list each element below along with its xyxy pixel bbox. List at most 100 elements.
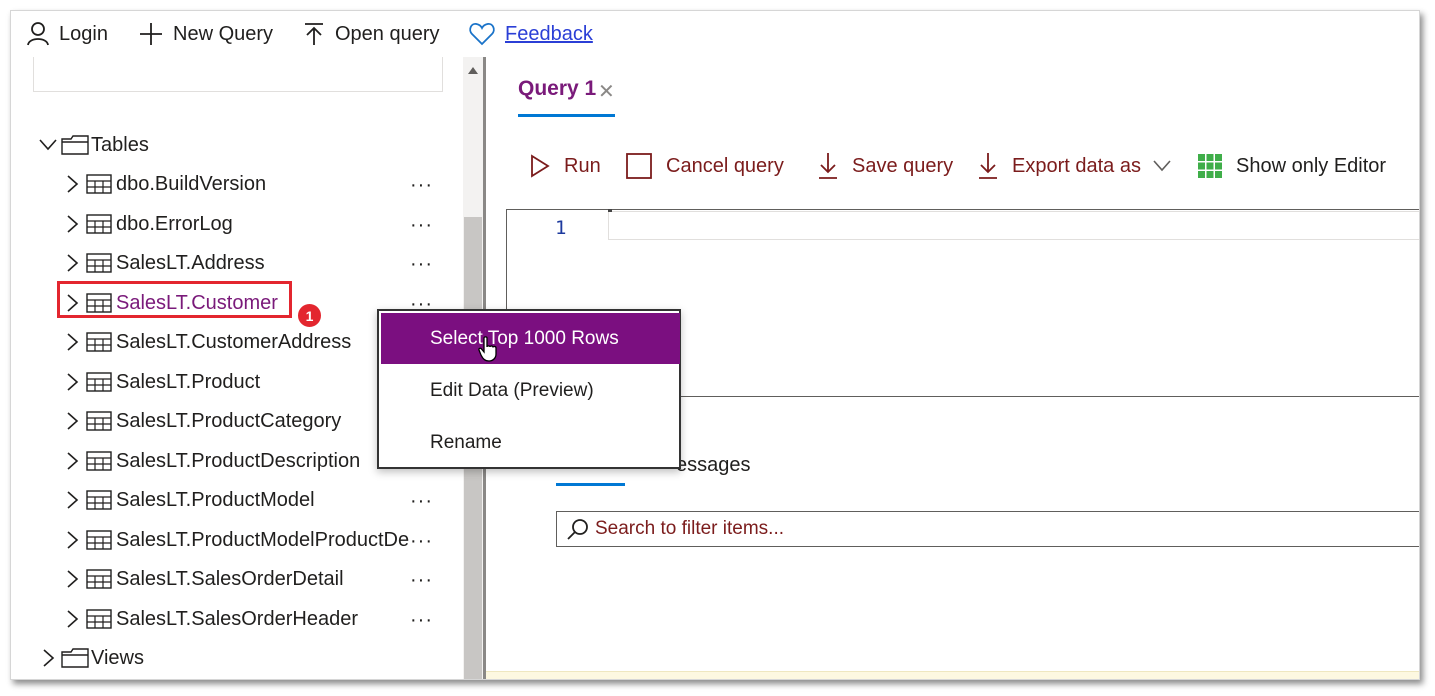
more-options-button[interactable]: ··· [410,529,433,552]
top-toolbar: Login New Query Open query Feedback [11,11,1419,57]
hand-pointer-cursor-icon [478,336,497,362]
grid-icon [1198,154,1222,178]
chevron-right-icon[interactable] [67,293,79,312]
tree-table-label: SalesLT.ProductDescription [116,449,361,472]
table-icon [86,292,112,313]
table-icon [86,569,112,589]
menu-item-label: Rename [430,431,502,453]
table-icon [86,490,112,510]
tree-table-row[interactable]: SalesLT.SalesOrderHeader ··· [11,603,463,635]
chevron-right-icon[interactable] [67,451,79,470]
open-query-button[interactable]: Open query [303,20,440,48]
play-icon [531,154,550,178]
export-data-button[interactable]: Export data as [978,151,1171,181]
login-button[interactable]: Login [27,20,108,48]
table-icon [86,253,112,273]
tab-query-1[interactable]: Query 1 [518,77,597,100]
folder-icon [61,648,89,668]
tree-table-label: SalesLT.SalesOrderDetail [116,568,344,590]
current-line-highlight[interactable] [608,211,1419,240]
save-query-button[interactable]: Save query [818,151,953,181]
chevron-right-icon[interactable] [67,333,79,351]
heart-icon [469,23,495,46]
chevron-right-icon[interactable] [67,254,79,272]
text-cursor [608,209,612,212]
cancel-query-button[interactable]: Cancel query [626,151,784,181]
search-icon [567,519,588,540]
feedback-link[interactable]: Feedback [469,20,593,48]
feedback-label: Feedback [505,22,593,45]
tree-table-label: dbo.ErrorLog [116,212,233,235]
show-only-editor-button[interactable]: Show only Editor [1198,151,1386,181]
tree-table-row[interactable]: dbo.ErrorLog ··· [11,208,463,240]
table-icon [86,213,112,234]
results-search-field[interactable] [556,511,1419,547]
more-options-button[interactable]: ··· [410,608,433,631]
tree-table-row[interactable]: SalesLT.Product [11,366,463,398]
login-label: Login [59,22,108,45]
folder-icon [61,135,89,155]
tree-folder-views-label: Views [91,647,144,669]
chevron-right-icon[interactable] [67,372,79,391]
search-input[interactable] [593,516,1397,542]
new-query-button[interactable]: New Query [139,20,273,48]
table-icon [86,174,112,194]
download-icon [819,153,837,179]
chevron-right-icon[interactable] [67,570,79,588]
chevron-right-icon[interactable] [67,175,79,193]
run-label: Run [564,154,601,177]
chevron-right-icon[interactable] [67,214,79,233]
tree-table-row[interactable]: SalesLT.ProductModel··· [11,484,463,516]
line-number: 1 [555,217,567,239]
menu-item-rename[interactable]: Rename [381,417,680,468]
tree-filter-box [33,57,443,92]
scroll-up-arrow-icon[interactable] [468,67,478,74]
open-query-label: Open query [335,22,440,45]
more-options-button[interactable]: ··· [410,569,433,591]
tree-table-row[interactable]: SalesLT.Address··· [11,247,463,279]
more-options-button[interactable]: ··· [410,174,433,196]
tree-table-row[interactable]: SalesLT.SalesOrderDetail ··· [11,563,463,595]
code-editor[interactable]: 1 [506,209,1419,397]
chevron-right-icon[interactable] [67,609,79,628]
tab-messages[interactable]: essages [676,454,751,476]
table-icon [86,371,112,392]
tree-table-row[interactable]: SalesLT.ProductModelProductDe··· [11,524,463,556]
tree-table-row[interactable]: SalesLT.CustomerAddress [11,326,463,358]
chevron-down-icon [1153,160,1171,172]
menu-item-edit-data[interactable]: Edit Data (Preview) [381,365,680,416]
run-button[interactable]: Run [530,151,601,181]
tree-table-label: SalesLT.Customer [116,291,278,314]
tree-table-row[interactable]: dbo.BuildVersion··· [11,168,463,200]
new-query-label: New Query [173,22,274,45]
menu-item-select-top-1000[interactable]: Select Top 1000 Rows [381,313,680,364]
active-tab-indicator [518,114,615,117]
more-options-button[interactable]: ··· [410,253,433,275]
chevron-right-icon[interactable] [67,491,79,509]
results-tab-indicator [556,483,625,486]
chevron-down-icon[interactable] [39,139,57,151]
object-explorer: Tables dbo.BuildVersion··· dbo.ErrorLog ··… [11,57,463,679]
tree-folder-views[interactable]: Views [11,642,463,674]
tree-folder-tables-label: Tables [91,134,149,156]
context-menu: Select Top 1000 Rows Edit Data (Preview)… [377,309,681,469]
menu-item-label: Edit Data (Preview) [430,379,594,401]
tree-folder-tables[interactable]: Tables [11,129,463,161]
tree-table-row[interactable]: SalesLT.ProductCategory [11,405,463,437]
table-icon [86,332,112,352]
table-icon [86,450,112,471]
tree-table-row[interactable]: SalesLT.ProductDescription [11,445,463,477]
tab-close-icon[interactable]: ✕ [598,81,615,103]
callout-badge: 1 [296,302,323,329]
query-editor-area: Query 1 ✕ Run Cancel query Save query Ex… [486,57,1419,679]
more-options-button[interactable]: ··· [410,213,433,236]
cancel-query-label: Cancel query [666,154,784,177]
chevron-right-icon[interactable] [43,649,55,667]
save-query-label: Save query [852,154,954,177]
chevron-right-icon[interactable] [67,530,79,549]
tree-table-label: SalesLT.SalesOrderHeader [116,607,358,630]
more-options-button[interactable]: ··· [410,490,433,512]
selection-callout-box [57,281,292,318]
status-strip [486,671,1419,679]
chevron-right-icon[interactable] [67,412,79,430]
